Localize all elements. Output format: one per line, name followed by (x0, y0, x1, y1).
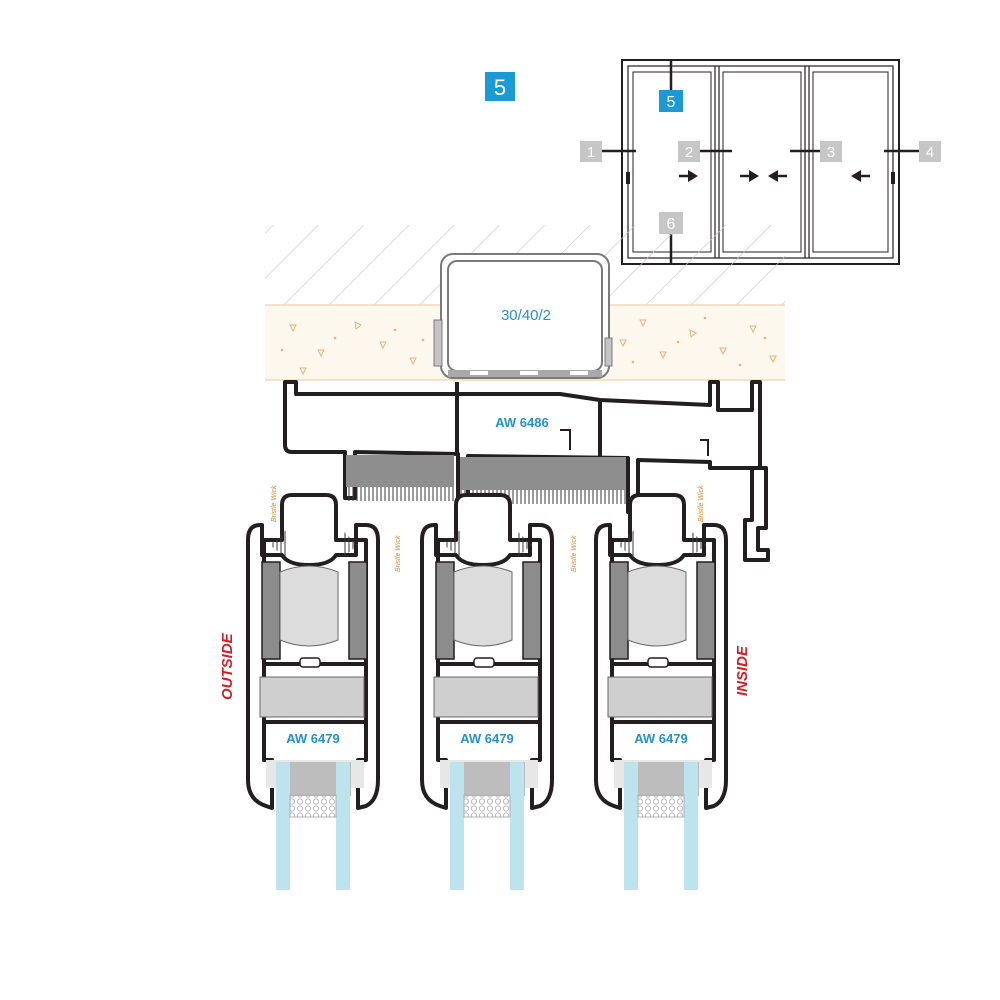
arrow-right-icon (679, 170, 698, 182)
section-badge (485, 72, 515, 101)
key-plan-marker-1 (580, 141, 602, 162)
bristle-wick-label-2: Bristle Wick (395, 535, 402, 572)
key-plan-marker-2 (678, 141, 700, 162)
key-plan-marker-2-label: 2 (685, 144, 693, 161)
key-plan-marker-6-label: 6 (667, 216, 676, 233)
bristle-wick-label-1: Bristle Wick (271, 485, 278, 522)
sash-3-label: AW 6479 (634, 731, 687, 746)
sash-profile-1 (246, 493, 380, 890)
arrow-left-icon (851, 170, 870, 182)
sash-profile-2 (420, 493, 554, 890)
steel-tube (433, 253, 613, 379)
track-frame-label: AW 6486 (495, 415, 548, 430)
steel-tube-label: 30/40/2 (501, 307, 551, 324)
key-plan-marker-5-label: 5 (667, 94, 676, 111)
sash-1-label: AW 6479 (286, 731, 339, 746)
bristle-wick-label-3: Bristle Wick (571, 535, 578, 572)
section-badge-label: 5 (494, 75, 506, 100)
arrow-left-icon (768, 170, 787, 182)
track-frame-profile (283, 380, 770, 562)
key-plan-marker-1-label: 1 (587, 144, 595, 161)
key-plan-marker-4-label: 4 (926, 144, 934, 161)
key-plan-marker-4 (919, 141, 941, 162)
inside-label: INSIDE (734, 645, 751, 696)
brush-seal-left (346, 455, 454, 501)
outside-label: OUTSIDE (219, 632, 236, 700)
sash-profile-3 (594, 493, 728, 890)
key-plan-marker-3-label: 3 (827, 144, 835, 161)
bristle-wick-label-4: Bristle Wick (698, 485, 705, 522)
arrow-right-icon (740, 170, 759, 182)
key-plan-marker-3 (820, 141, 842, 162)
sash-2-label: AW 6479 (460, 731, 513, 746)
key-plan-marker-5 (659, 90, 683, 112)
